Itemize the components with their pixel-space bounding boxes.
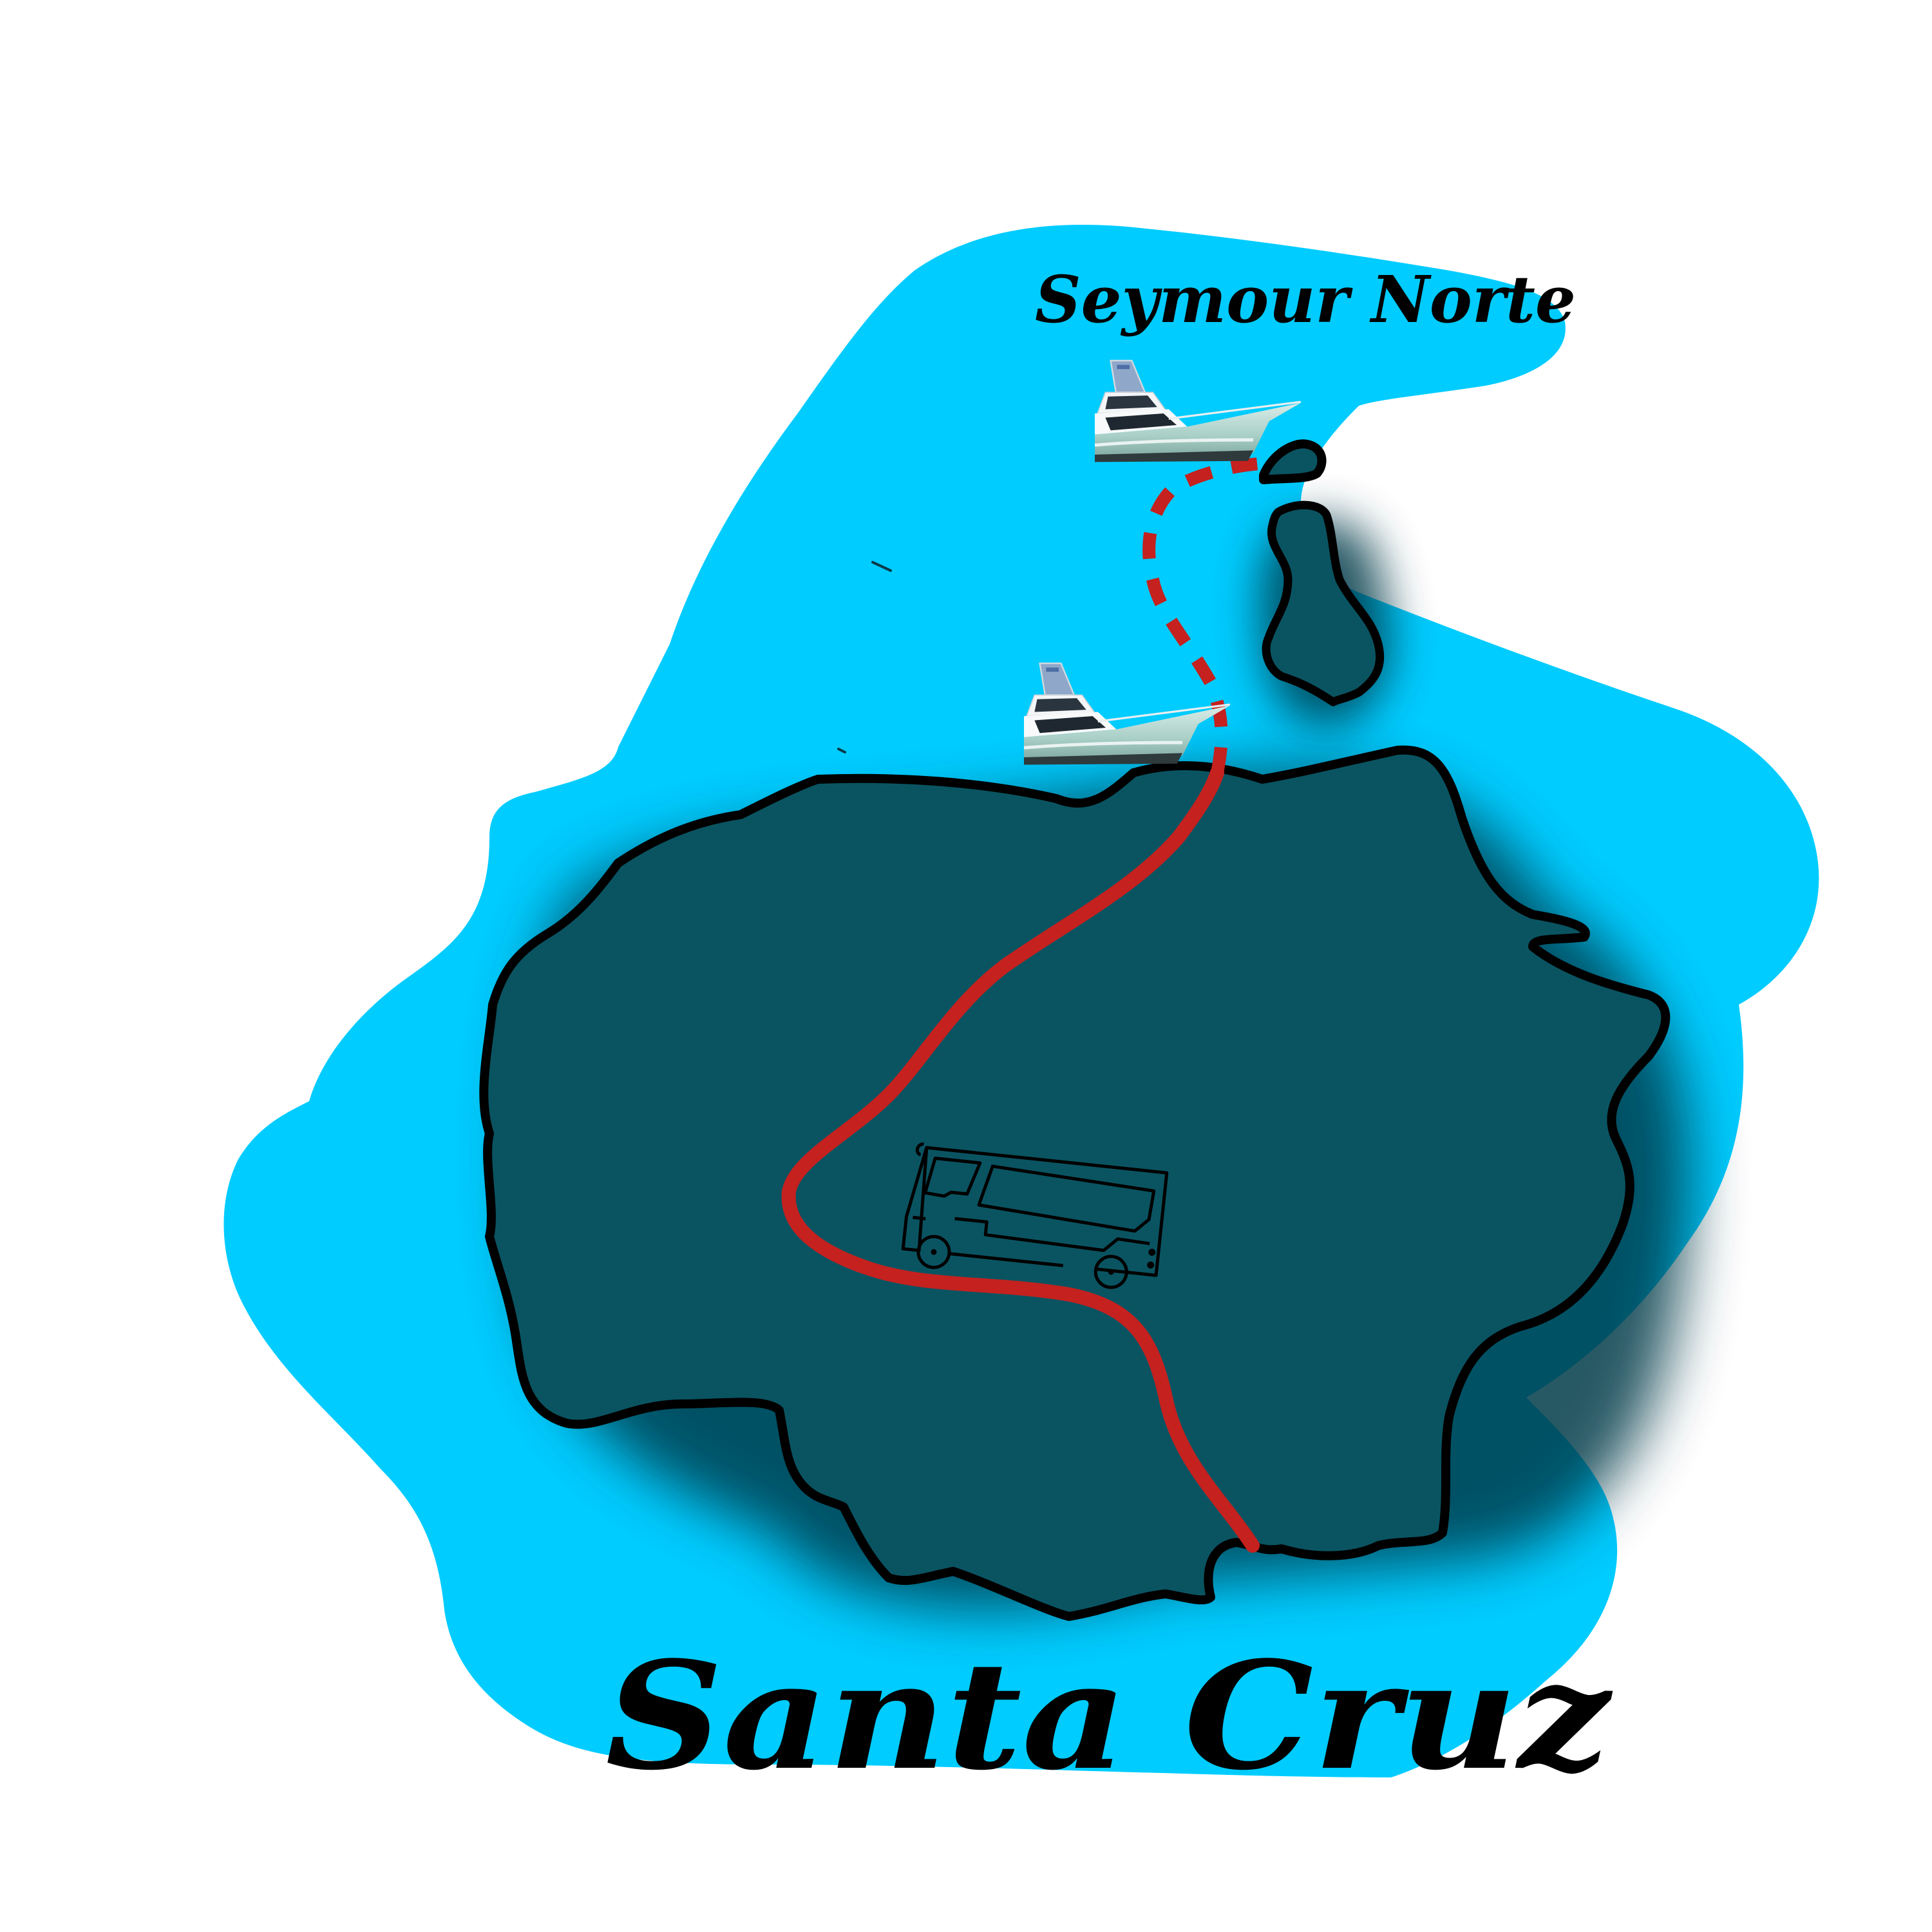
seymour-norte-islet[interactable] — [1259, 439, 1327, 484]
bus-icon — [901, 1142, 1169, 1289]
stray-mark — [871, 561, 892, 572]
stray-mark — [837, 748, 846, 753]
route-land-segment — [781, 766, 1260, 1553]
label-santa-cruz: Santa Cruz — [605, 1629, 1613, 1803]
santa-cruz-island[interactable] — [479, 745, 1671, 1621]
baltra-island[interactable] — [1262, 500, 1385, 706]
label-seymour-norte: Seymour Norte — [1035, 261, 1576, 337]
